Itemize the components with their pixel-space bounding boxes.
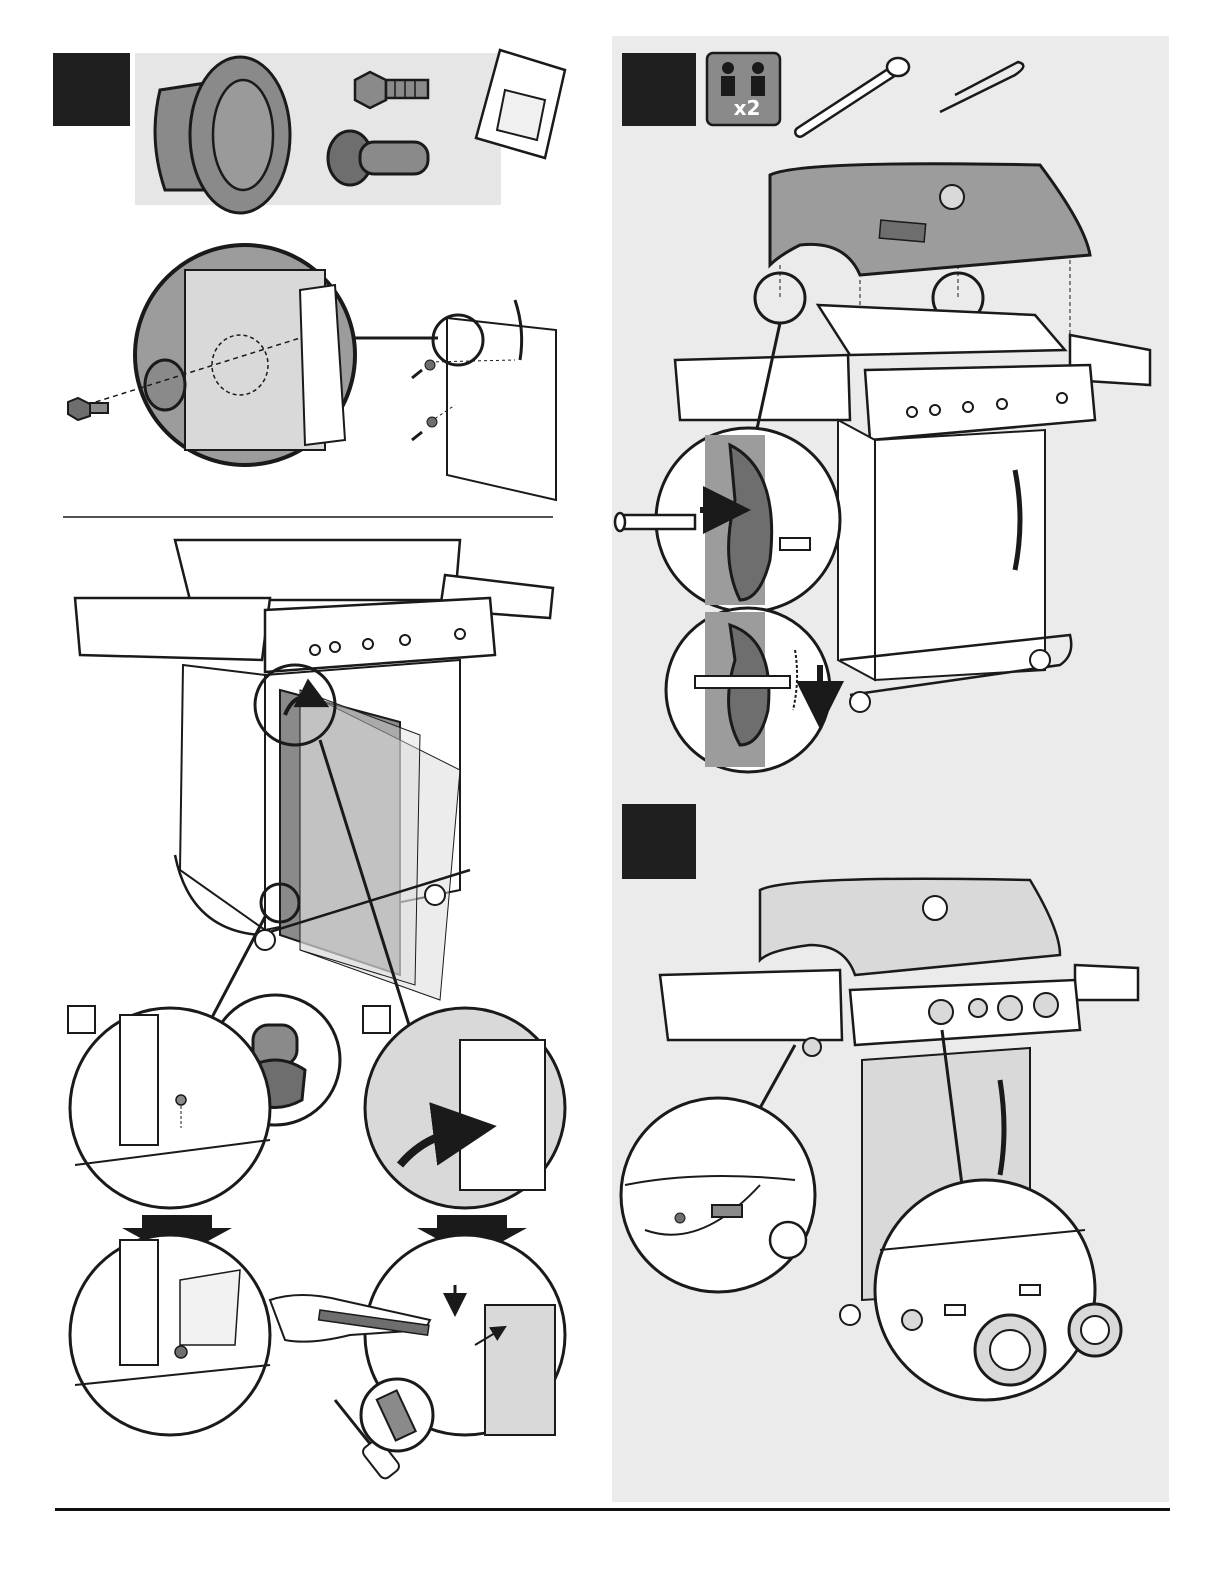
cotter-clip-insert-detail bbox=[666, 608, 830, 772]
grill-cart-door-install bbox=[75, 540, 553, 1028]
two-person-badge-label: x2 bbox=[727, 96, 767, 120]
grill-lid bbox=[770, 164, 1090, 275]
hinge-pin-icon bbox=[800, 58, 909, 132]
substep-checkbox-a bbox=[68, 1006, 95, 1033]
parts-tray bbox=[135, 50, 565, 213]
cotter-clip-icon bbox=[940, 62, 1023, 112]
footer-rule bbox=[55, 1508, 1170, 1511]
control-knob-icon bbox=[875, 1180, 1121, 1400]
screwdriver-icon bbox=[335, 1379, 433, 1481]
pin-installed-detail-a bbox=[70, 1235, 270, 1435]
door-swing-detail-b bbox=[365, 1008, 565, 1208]
substep-checkbox-b bbox=[363, 1006, 390, 1033]
hinge-detail bbox=[68, 245, 556, 500]
pin-insert-detail-a bbox=[70, 1008, 270, 1208]
ignition-knob-detail bbox=[621, 1098, 815, 1292]
hinge-pin-insert-detail bbox=[615, 428, 840, 612]
